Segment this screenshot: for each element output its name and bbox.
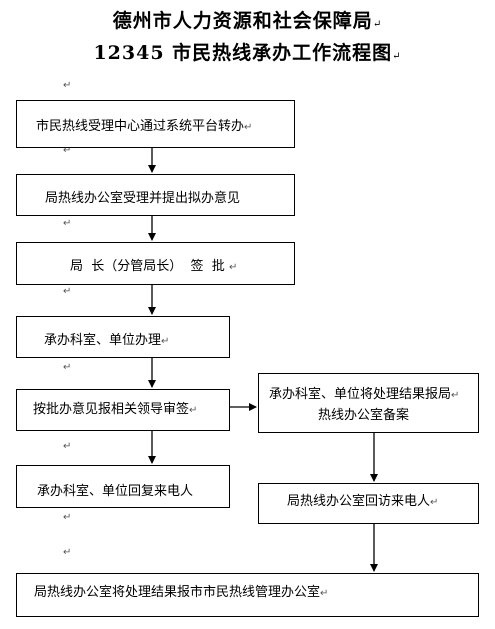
paragraph-mark: ↵	[63, 512, 72, 523]
step-5-label: 按批办意见报相关领导审签↵	[33, 402, 198, 417]
step-5-box: 按批办意见报相关领导审签↵	[16, 389, 230, 431]
paragraph-mark: ↵	[63, 441, 72, 452]
step-2-label: 局热线办公室受理并提出拟办意见	[45, 191, 241, 206]
step-4-box: 承办科室、单位办理↵	[16, 316, 230, 358]
step-9-box: 局热线办公室将处理结果报市市民热线管理办公室↵	[16, 573, 479, 617]
paragraph-mark: ↵	[63, 80, 72, 91]
step-3-box: 局 长（分管局长） 签 批 ↵	[16, 242, 295, 285]
step-8-label: 局热线办公室回访来电人↵	[287, 494, 439, 509]
step-1-label: 市民热线受理中心通过系统平台转办↵	[36, 119, 253, 134]
step-2-box: 局热线办公室受理并提出拟办意见	[16, 174, 295, 216]
step-8-box: 局热线办公室回访来电人↵	[258, 483, 479, 524]
step-9-label: 局热线办公室将处理结果报市市民热线管理办公室↵	[34, 585, 329, 600]
step-6-label: 承办科室、单位回复来电人	[37, 484, 194, 499]
step-1-box: 市民热线受理中心通过系统平台转办↵	[16, 100, 295, 148]
step-7-box: 承办科室、单位将处理结果报局↵ 热线办公室备案	[258, 373, 479, 433]
paragraph-mark: ↵	[63, 547, 72, 558]
paragraph-mark: ↵	[63, 145, 72, 156]
step-7-label-line-1: 承办科室、单位将处理结果报局↵	[269, 387, 460, 402]
step-6-box: 承办科室、单位回复来电人	[16, 465, 230, 508]
paragraph-mark: ↵	[63, 286, 72, 297]
step-7-label-line-2: 热线办公室备案	[318, 408, 410, 423]
step-3-label: 局 长（分管局长） 签 批 ↵	[70, 259, 238, 274]
title-line-1: 德州市人力资源和社会保障局↵	[112, 10, 383, 32]
title-line-2: 12345 市民热线承办工作流程图↵	[93, 42, 402, 64]
paragraph-mark: ↵	[63, 362, 72, 373]
step-4-label: 承办科室、单位办理↵	[44, 333, 170, 348]
paragraph-mark: ↵	[63, 218, 72, 229]
